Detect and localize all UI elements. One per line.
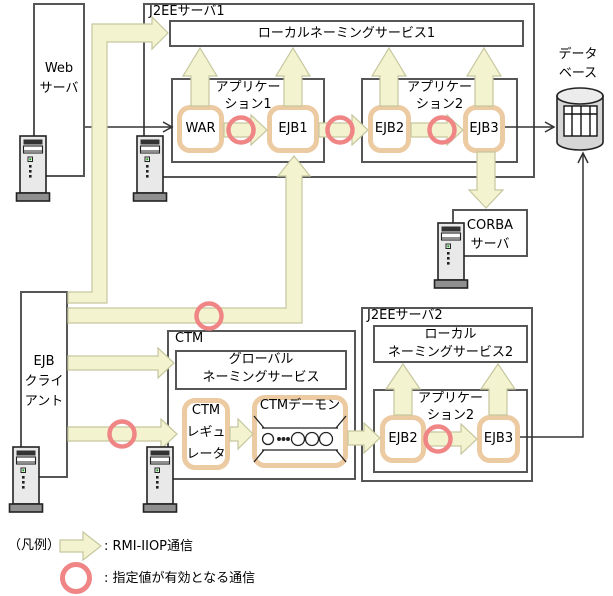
link-ejb3-to-database-arrowhead-icon — [544, 121, 556, 133]
valid-marker-client-ejb1 — [194, 301, 224, 331]
application2b-box — [373, 389, 528, 473]
valid-value-markers — [60, 115, 457, 594]
valid-marker-ejb1-ejb2 — [325, 115, 355, 145]
server-tower-icon-ctm — [142, 446, 178, 513]
ejb3-box — [463, 105, 505, 153]
ctm-box — [167, 330, 356, 480]
s2-ejb3-box — [477, 415, 520, 463]
arrow-ejb2-to-lns1 — [370, 46, 408, 107]
local-naming-service1-box — [169, 20, 524, 47]
web-server-box — [33, 3, 85, 177]
arrow-client-to-lns1 — [67, 15, 169, 304]
arrow-s2-ejb3-to-lns2 — [479, 362, 517, 416]
arrow-s2-ejb2-to-lns2 — [384, 362, 422, 416]
ctm-daemon-box — [252, 395, 348, 468]
legend-valid-circle-icon — [60, 562, 92, 594]
application1-box — [171, 78, 325, 163]
link-s2-ejb3-to-database — [520, 154, 584, 438]
global-naming-service-label: グローバル ネーミングサービス — [202, 352, 320, 385]
local-naming-service2-box — [373, 325, 528, 363]
application2-label: アプリケー ション2 — [406, 80, 472, 112]
application1-label: アプリケー ション1 — [215, 80, 281, 112]
arrow-client-to-gns — [67, 346, 175, 380]
valid-marker-client-regulator — [107, 419, 137, 449]
arrow-war-to-lns1 — [181, 46, 219, 107]
database-label: データ ベース — [558, 47, 598, 81]
ejb-client-label: EJB クライ アント — [24, 354, 64, 409]
arrow-ejb1-to-lns1 — [274, 46, 312, 107]
s2-ejb2-label: EJB2 — [388, 431, 418, 446]
legend-rmi-arrow-icon — [59, 530, 102, 562]
ejb2-label: EJB2 — [374, 121, 405, 136]
arrow-regulator-to-daemon — [229, 417, 254, 451]
ejb1-label: EJB1 — [278, 121, 308, 136]
arrow-ejb3-to-corba — [467, 151, 505, 209]
arrow-daemon-to-s2-ejb2 — [347, 421, 381, 455]
j2ee-server1-title: J2EEサーバ1 — [149, 4, 225, 19]
ejb-client-box — [20, 291, 68, 478]
ejb2-box — [368, 105, 411, 153]
server-tower-icon-corba — [433, 222, 469, 289]
j2ee-server2-title: J2EEサーバ2 — [367, 308, 443, 323]
war-label: WAR — [185, 121, 216, 136]
ctm-regulator-box — [182, 398, 230, 470]
valid-marker-war-ejb1 — [226, 115, 256, 145]
database-cylinder-icon — [556, 87, 604, 151]
server-tower-icon-web — [15, 135, 51, 202]
legend-heading: （凡例） — [8, 538, 61, 553]
j2ee-server2-box — [361, 307, 533, 482]
table-grid-icon — [563, 105, 598, 137]
legend-circle-label: : 指定値が有効となる通信 — [104, 571, 256, 586]
arrow-ejb3-to-lns1 — [465, 46, 503, 107]
plain-links — [85, 121, 589, 438]
link-s2-ejb3-to-database-arrowhead-icon — [577, 151, 589, 164]
war-box — [177, 105, 224, 153]
web-server-label: Web サーバ — [39, 61, 79, 96]
arrow-client-to-ejb1 — [67, 155, 312, 324]
ejb3-label: EJB3 — [469, 121, 499, 136]
ctm-title: CTM — [175, 331, 204, 346]
arrow-client-to-regulator — [67, 417, 178, 451]
server-tower-icon-client — [8, 446, 44, 513]
ctm-regulator-label: CTM レギュ レータ — [186, 403, 226, 462]
j2ee-server1-box — [143, 3, 535, 178]
application2b-label: アプリケー ション2 — [417, 391, 483, 423]
corba-server-label: CORBA サーバ — [466, 218, 514, 252]
application2-box — [361, 78, 518, 163]
ctm-daemon-label: CTMデーモン — [259, 398, 341, 413]
local-naming-service1-label: ローカルネーミングサービス1 — [257, 26, 436, 41]
s2-ejb3-label: EJB3 — [483, 431, 514, 446]
valid-marker-s2-ejb2-ejb3 — [423, 424, 453, 454]
server-tower-icon-j2ee1 — [132, 135, 168, 202]
global-naming-service-box — [175, 350, 347, 390]
queue-circles-icon — [253, 415, 347, 463]
valid-marker-ejb2-ejb3 — [427, 115, 457, 145]
legend-rmi-label: : RMI-IIOP通信 — [104, 539, 194, 554]
ejb1-box — [267, 105, 319, 153]
local-naming-service2-label: ローカル ネーミングサービス2 — [387, 327, 514, 360]
link-web-to-war-arrowhead-icon — [162, 121, 174, 133]
